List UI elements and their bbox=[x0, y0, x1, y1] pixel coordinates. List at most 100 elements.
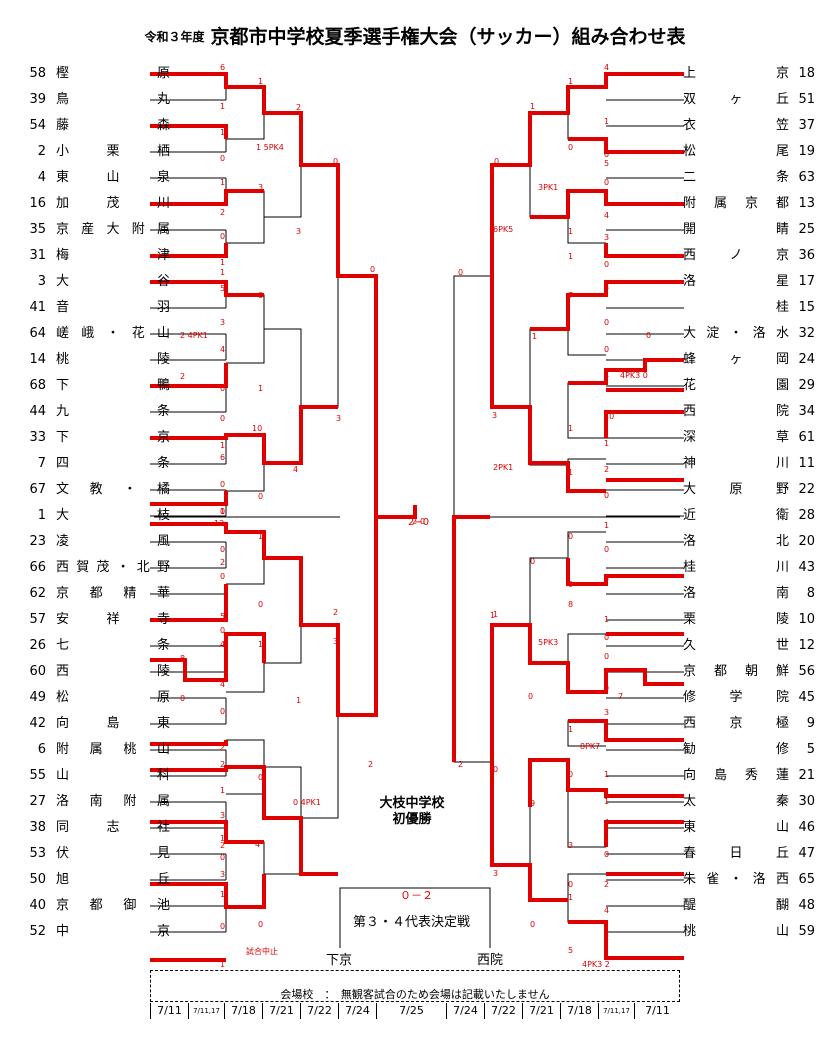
winner-path bbox=[150, 363, 228, 388]
school-name: 衣笠 bbox=[683, 118, 789, 133]
match-score: 0 bbox=[568, 880, 574, 889]
seed-number: 60 bbox=[29, 664, 46, 679]
match-line bbox=[567, 633, 606, 693]
match-score: 7 bbox=[568, 291, 574, 300]
school-name: 同志社 bbox=[56, 820, 170, 835]
match-score: 4 bbox=[604, 63, 610, 72]
seed-number: 16 bbox=[29, 196, 46, 211]
winner-path bbox=[150, 124, 228, 139]
match-score: 0 bbox=[604, 850, 610, 859]
seed-number: 10 bbox=[798, 612, 815, 627]
school-name: 文教・橘 bbox=[56, 482, 170, 497]
match-line bbox=[264, 557, 302, 664]
seed-number: 6 bbox=[37, 742, 46, 757]
title-main: 京都市中学校夏季選手権大会（サッカー）組み合わせ表 bbox=[210, 26, 686, 48]
match-score: 9 bbox=[530, 799, 536, 808]
match-score: 1 bbox=[220, 786, 226, 795]
match-score: 0 bbox=[604, 178, 610, 187]
seed-number: 21 bbox=[798, 768, 815, 783]
third-place-right-team: 西院 bbox=[477, 953, 504, 968]
seed-number: 56 bbox=[798, 664, 815, 679]
school-name: 附属京都 bbox=[683, 196, 789, 211]
round-date: 7/18 bbox=[224, 1003, 262, 1019]
match-score: 0 bbox=[258, 920, 264, 929]
seed-number: 2 bbox=[37, 144, 46, 159]
match-score: 1 bbox=[220, 960, 226, 969]
round-date: 7/22 bbox=[484, 1003, 522, 1019]
match-score: 2 bbox=[180, 372, 186, 381]
school-name: 松原 bbox=[56, 690, 170, 705]
seed-number: 40 bbox=[29, 898, 46, 913]
school-name: 栗陵 bbox=[683, 612, 789, 627]
school-name: 洛南附属 bbox=[56, 794, 170, 809]
match-line bbox=[226, 841, 265, 908]
seed-number: 12 bbox=[798, 638, 815, 653]
match-score: 0 bbox=[220, 480, 226, 489]
school-name: 樫原 bbox=[56, 66, 170, 81]
winner-path bbox=[150, 765, 338, 876]
seed-number: 59 bbox=[798, 924, 815, 939]
seed-number: 53 bbox=[29, 846, 46, 861]
match-score: 1 bbox=[493, 610, 499, 619]
match-score: 2 bbox=[604, 465, 610, 474]
seed-number: 1 bbox=[37, 508, 46, 523]
match-score: 5 bbox=[220, 612, 226, 621]
cancel-note: 試合中止 bbox=[246, 947, 278, 956]
school-name: 修学院 bbox=[683, 690, 789, 705]
seed-number: 32 bbox=[798, 326, 815, 341]
match-score: 1 bbox=[568, 725, 574, 734]
title-year: 令和３年度 bbox=[144, 30, 205, 44]
seed-number: 47 bbox=[798, 846, 815, 861]
match-score: 3 bbox=[604, 283, 610, 292]
round-date: 7/24 bbox=[338, 1003, 376, 1019]
school-name: 京都御池 bbox=[56, 898, 170, 913]
match-score: 3 bbox=[492, 411, 498, 420]
third-place-score: ０－２ bbox=[400, 889, 433, 902]
seed-number: 48 bbox=[798, 898, 815, 913]
match-score: 12 bbox=[214, 519, 225, 528]
seed-number: 61 bbox=[798, 430, 815, 445]
match-score: 1 bbox=[604, 117, 610, 126]
winner-path bbox=[566, 558, 684, 586]
school-name: 旭丘 bbox=[56, 872, 170, 887]
school-name: 松尾 bbox=[683, 144, 789, 159]
match-score: 4 bbox=[604, 906, 610, 915]
seed-number: 66 bbox=[29, 560, 46, 575]
match-line bbox=[264, 328, 302, 464]
match-score: 2PK1 bbox=[493, 463, 514, 472]
seed-number: 41 bbox=[29, 300, 46, 315]
seed-number: 13 bbox=[798, 196, 815, 211]
match-score: 0 bbox=[258, 600, 264, 609]
venue-box bbox=[150, 970, 680, 1002]
match-score: 1 bbox=[258, 640, 264, 649]
match-score: 1 bbox=[568, 227, 574, 236]
match-score: 0 bbox=[604, 150, 610, 159]
school-name: 鳥丸 bbox=[56, 92, 170, 107]
round-date: 7/11,17 bbox=[188, 1003, 224, 1019]
match-score: 10 bbox=[252, 424, 263, 433]
school-name: 京都朝鮮 bbox=[683, 664, 789, 679]
match-score: 2 bbox=[220, 760, 226, 769]
match-score: 4 bbox=[255, 840, 261, 849]
winner-path bbox=[490, 623, 684, 902]
match-score: 0 bbox=[568, 532, 574, 541]
seed-number: 4 bbox=[37, 170, 46, 185]
match-score: 1 5PK4 bbox=[256, 143, 284, 152]
match-score: 1 bbox=[220, 178, 226, 187]
school-name: 東山 bbox=[683, 820, 789, 835]
winner-path bbox=[568, 137, 684, 154]
seed-number: 52 bbox=[29, 924, 46, 939]
match-score: 1 bbox=[604, 521, 610, 530]
match-score: 2-0 bbox=[412, 517, 426, 526]
seed-number: 43 bbox=[798, 560, 815, 575]
match-score: 0 bbox=[220, 154, 226, 163]
match-score: 1 bbox=[568, 77, 574, 86]
match-score: 1 bbox=[220, 441, 226, 450]
